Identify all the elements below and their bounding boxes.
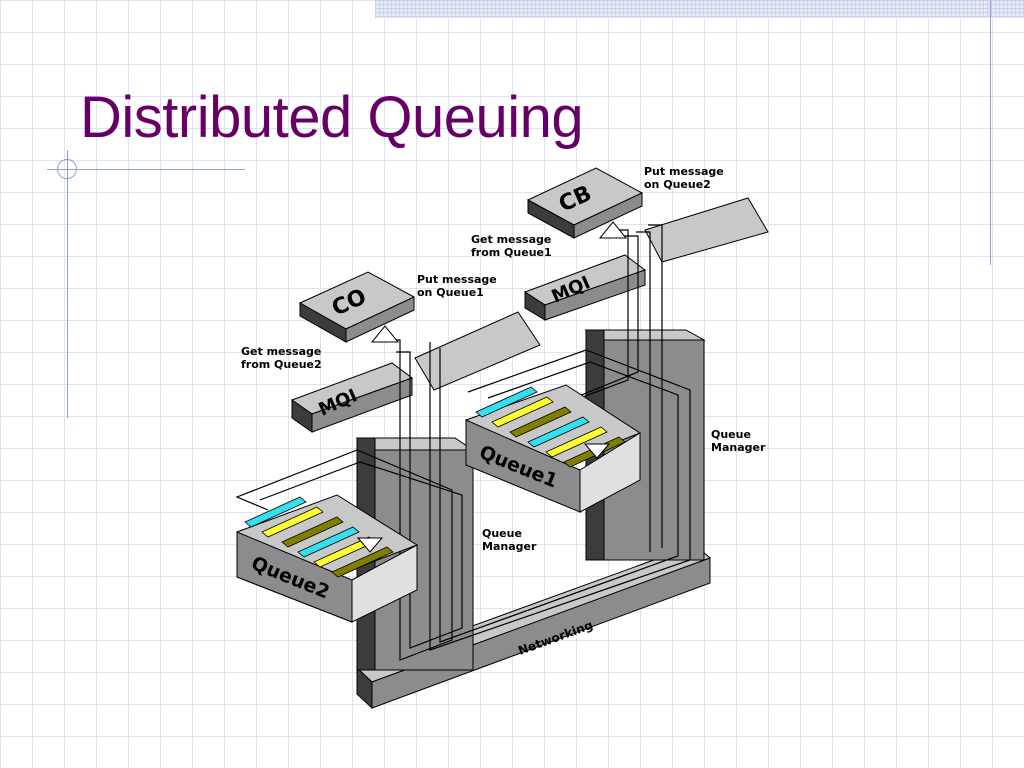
app-box-co [298,271,416,343]
mqi-layer-right [523,197,769,321]
rule-ring-ornament [57,159,77,179]
app-box-cb [526,167,644,239]
right-vertical-rule [990,0,991,265]
arrow-down-into-queue1 [583,443,611,459]
label-queue-manager-right: Queue Manager [711,428,766,454]
arrow-up-to-cb [598,221,628,239]
message-channel [235,224,691,661]
queue1-box [464,384,642,513]
label-put-on-queue2: Put message on Queue2 [644,165,728,191]
arrow-up-to-co [370,325,400,343]
slide-title: Distributed Queuing [80,85,584,150]
label-queue-manager-left: Queue Manager [482,527,537,553]
arrow-down-into-queue2 [356,537,384,553]
label-get-from-queue2: Get message from Queue2 [241,345,325,371]
left-vertical-rule [67,150,68,418]
label-put-on-queue1: Put message on Queue1 [417,273,501,299]
label-get-from-queue1: Get message from Queue1 [471,233,555,259]
title-underline-rule [47,169,245,170]
mqi-layer-left [290,311,541,433]
top-decorative-band [375,0,1024,18]
queue2-messages [244,496,394,578]
